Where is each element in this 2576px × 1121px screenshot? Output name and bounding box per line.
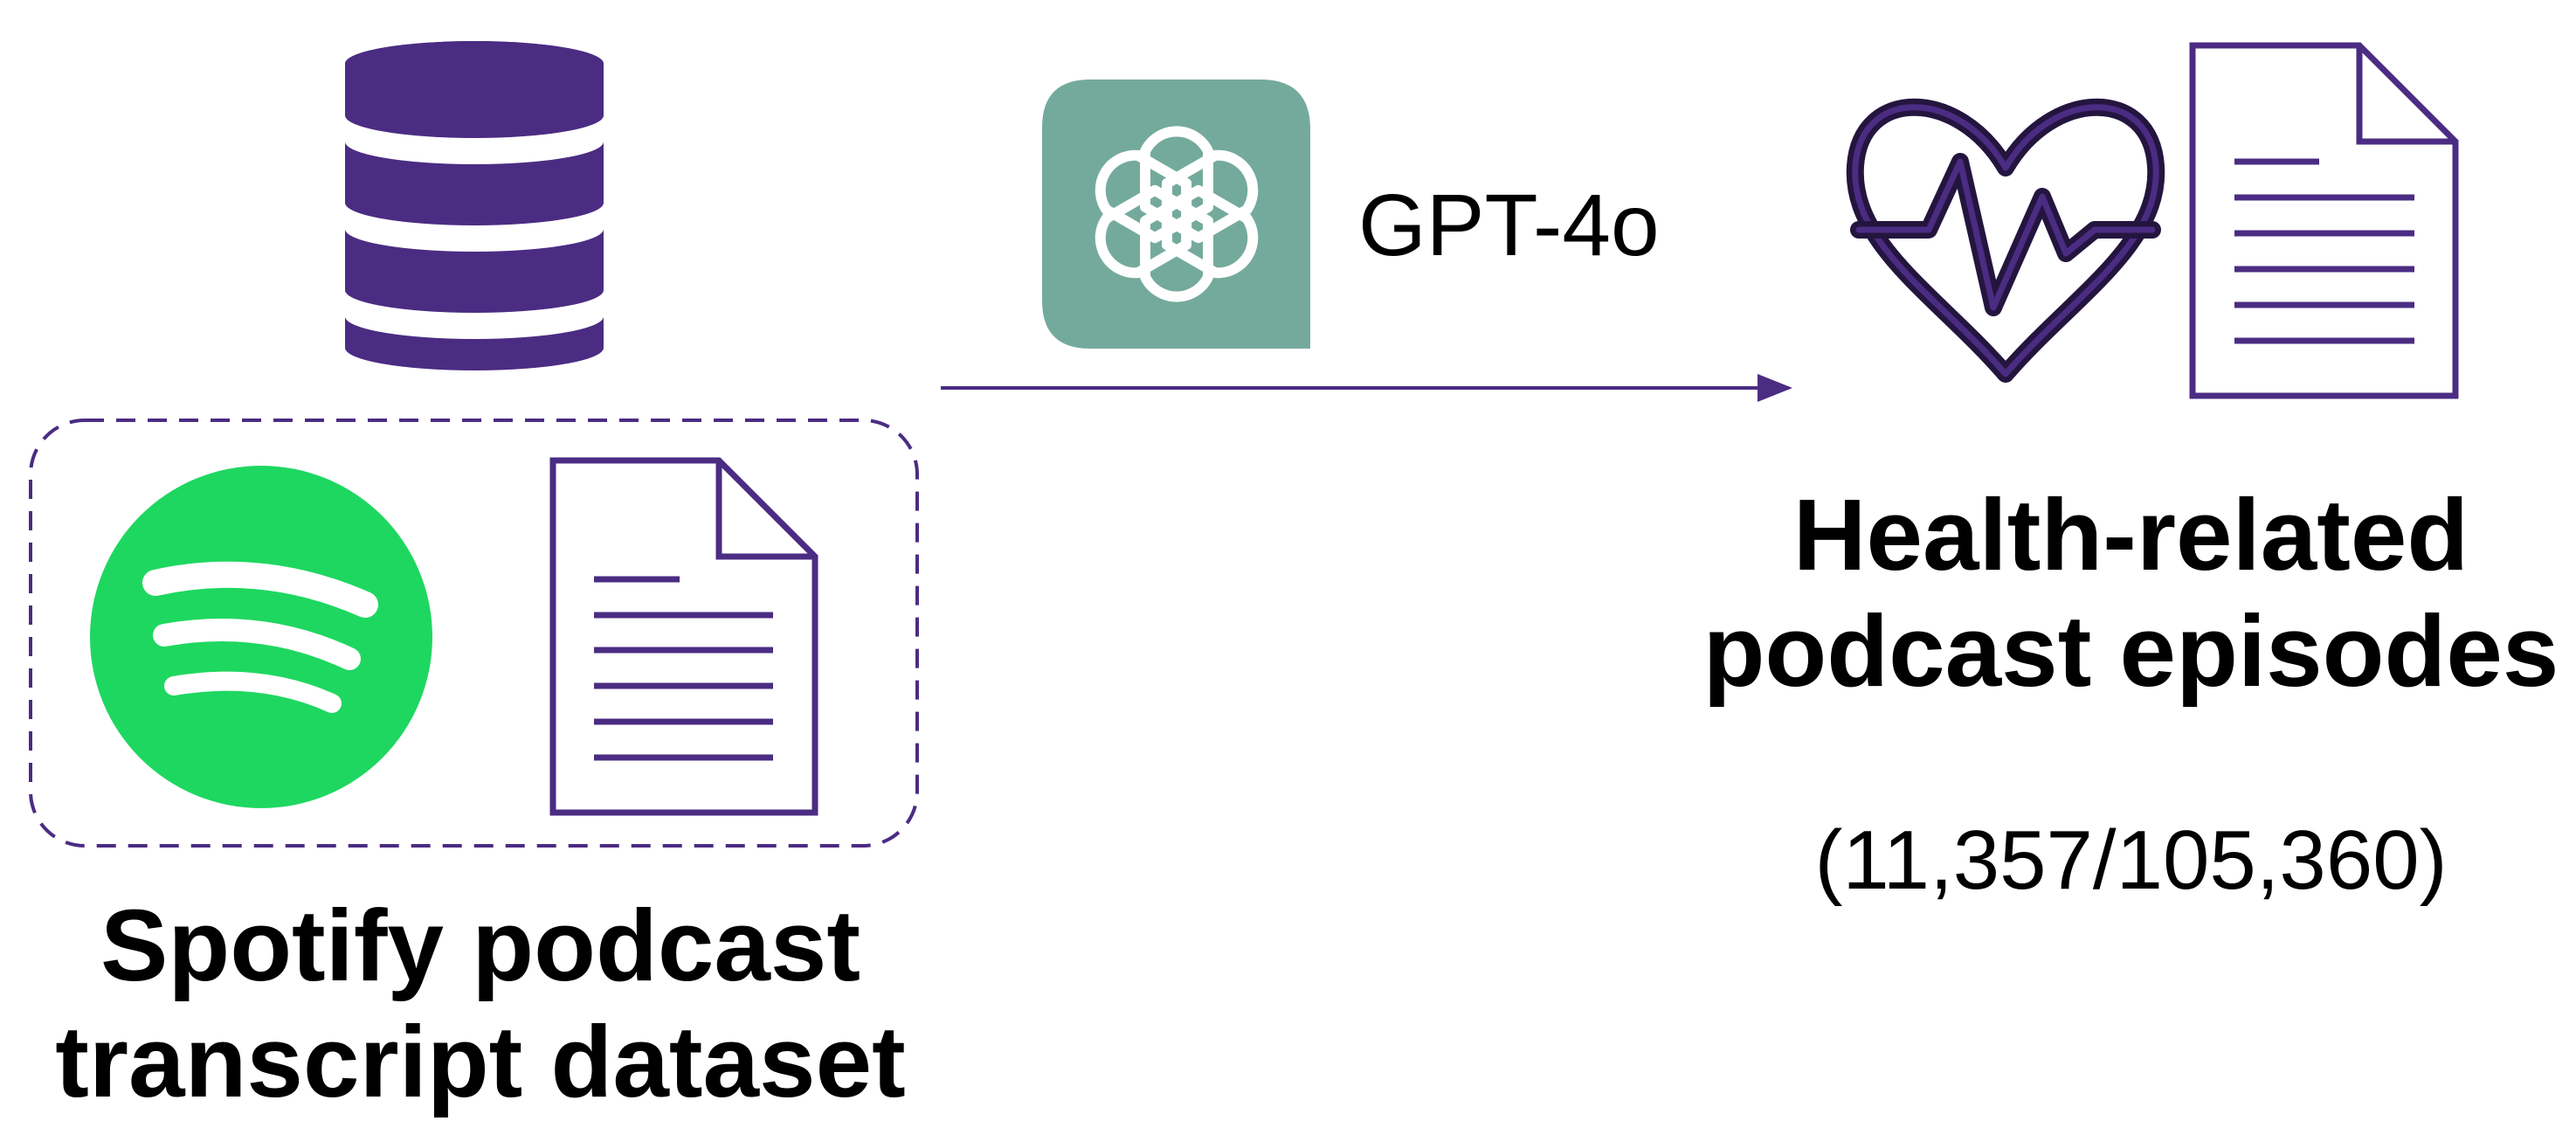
source-label-line1: Spotify podcast <box>100 889 861 1002</box>
spotify-logo-icon <box>90 466 432 808</box>
heart-pulse-icon <box>1846 98 2165 383</box>
source-label-line2: transcript dataset <box>55 1005 906 1119</box>
document-icon <box>2189 42 2459 399</box>
openai-logo-icon <box>1042 80 1310 349</box>
target-label-line2: podcast episodes <box>1702 594 2559 709</box>
database-icon <box>345 41 604 370</box>
target-label: Health-related podcast episodes <box>1686 477 2576 710</box>
source-group-box <box>29 419 919 848</box>
source-dataset-label: Spotify podcast transcript dataset <box>0 888 961 1121</box>
model-label: GPT-4o <box>1358 176 1660 274</box>
document-icon <box>549 457 818 816</box>
episode-count-label: (11,357/105,360) <box>1814 813 2448 907</box>
target-label-line1: Health-related <box>1792 478 2469 592</box>
